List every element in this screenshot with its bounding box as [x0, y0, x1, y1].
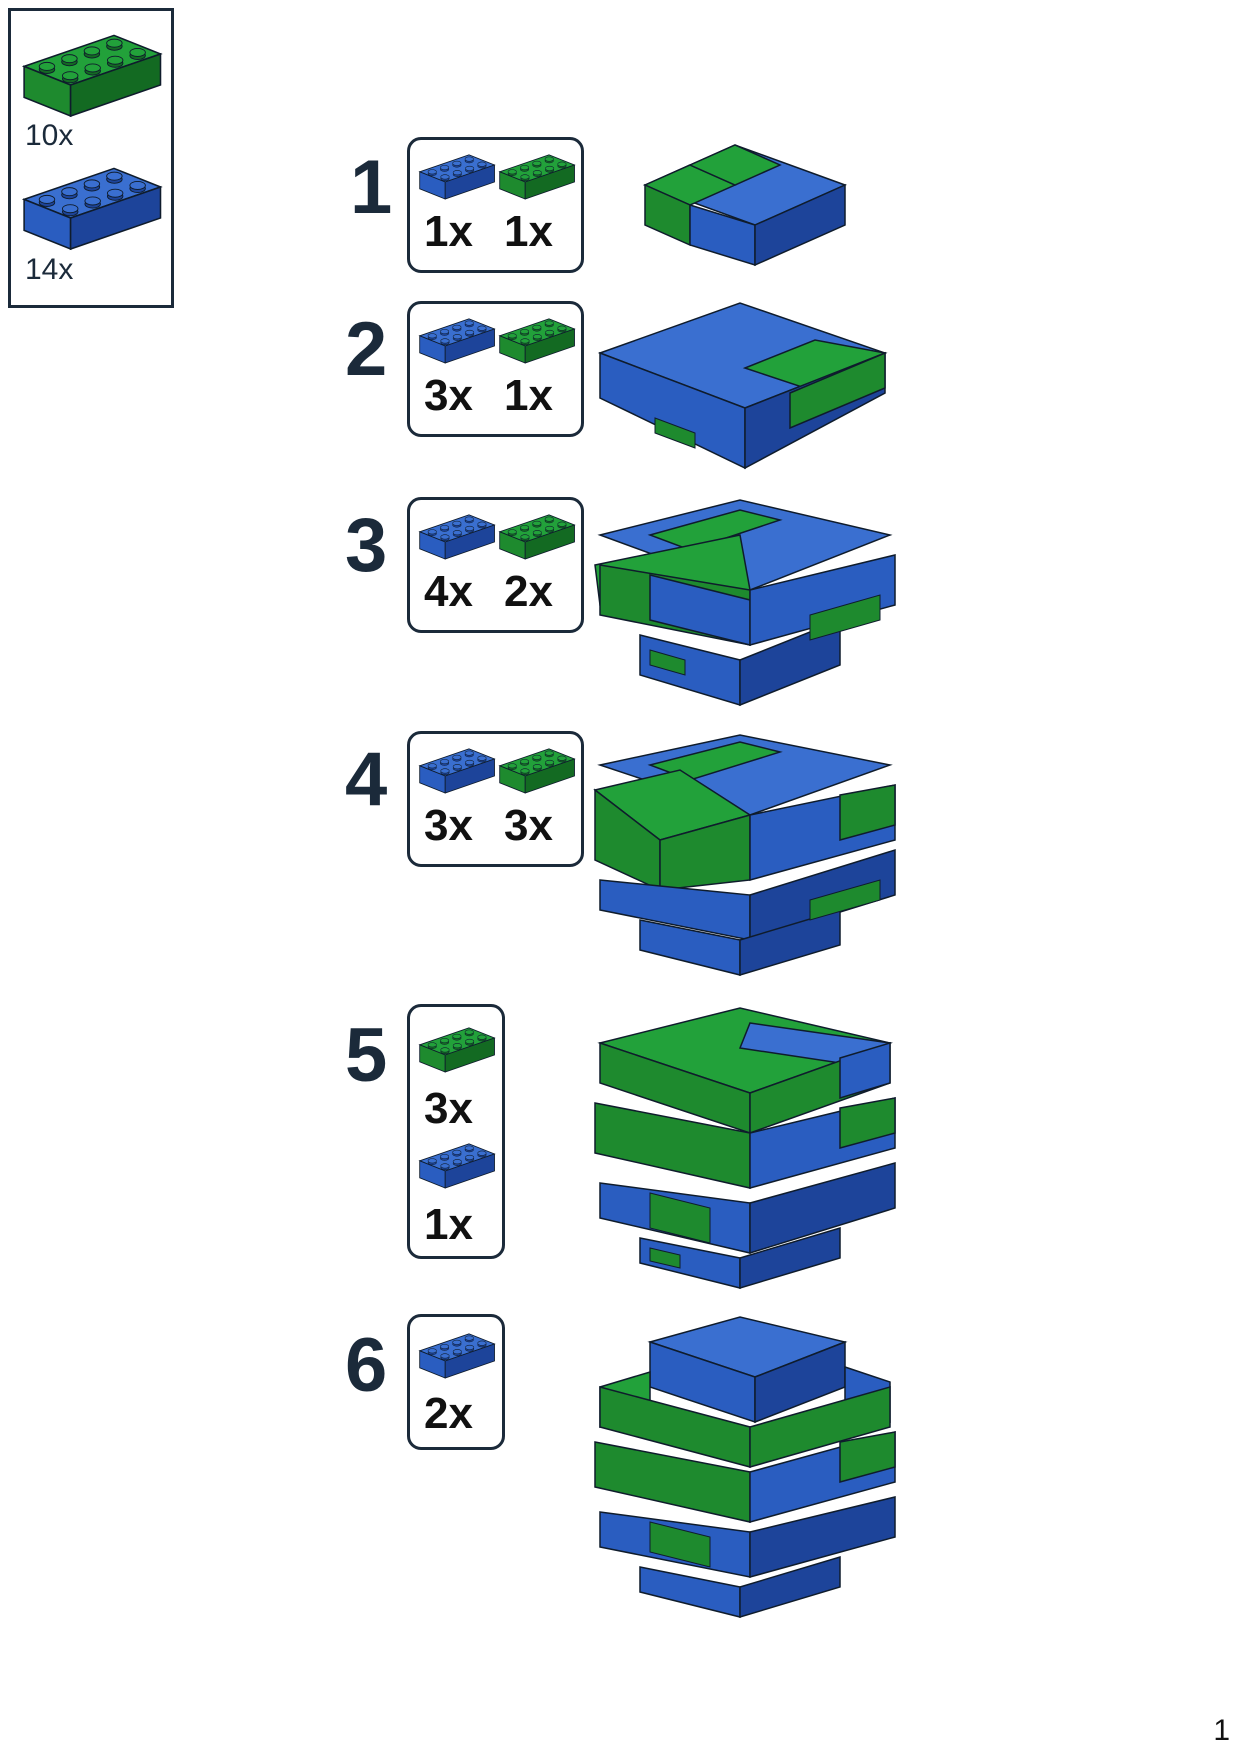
step-parts-box: 2x [407, 1314, 505, 1450]
page-number: 1 [1213, 1714, 1230, 1747]
step-parts-box: 3x 3x [407, 731, 584, 867]
blue-brick-icon [418, 508, 498, 563]
step-number: 4 [345, 737, 388, 822]
green-brick-icon [498, 508, 578, 563]
blue-brick-icon [418, 742, 498, 797]
blue-brick-icon [418, 312, 498, 367]
green-brick-icon [498, 148, 578, 203]
blue-brick-icon [418, 1327, 498, 1382]
step-number: 2 [345, 307, 388, 392]
step-number: 3 [345, 503, 388, 588]
step-parts-box: 4x 2x [407, 497, 584, 633]
step-parts-box: 3x 1x [407, 301, 584, 437]
green-brick-icon [418, 1021, 498, 1076]
part-count: 3x [424, 371, 473, 420]
green-brick-icon [498, 742, 578, 797]
step-number: 5 [345, 1013, 388, 1098]
inventory-blue-count: 14x [25, 253, 74, 286]
step-parts-box: 3x 1x [407, 1004, 505, 1259]
blue-brick-icon [418, 148, 498, 203]
blue-brick-icon [418, 1137, 498, 1192]
part-count: 3x [504, 801, 553, 850]
step-number: 1 [350, 145, 393, 230]
part-count: 1x [504, 371, 553, 420]
part-count: 3x [424, 801, 473, 850]
step-6-model [590, 1312, 900, 1622]
step-5-model [590, 1003, 900, 1293]
part-count: 4x [424, 567, 473, 616]
green-brick-icon [498, 312, 578, 367]
step-4-model [590, 730, 900, 980]
blue-2x4-brick-icon [21, 156, 166, 251]
parts-inventory-panel: 10x 14x [8, 8, 174, 308]
part-count: 2x [424, 1389, 473, 1438]
part-count: 1x [424, 1200, 473, 1249]
step-2-model [595, 298, 895, 473]
step-number: 6 [345, 1323, 388, 1408]
step-1-model [640, 140, 850, 270]
part-count: 1x [424, 207, 473, 256]
green-2x4-brick-icon [21, 23, 166, 118]
part-count: 3x [424, 1084, 473, 1133]
part-count: 1x [504, 207, 553, 256]
step-3-model [590, 495, 900, 710]
part-count: 2x [504, 567, 553, 616]
inventory-green-count: 10x [25, 119, 74, 152]
step-parts-box: 1x 1x [407, 137, 584, 273]
